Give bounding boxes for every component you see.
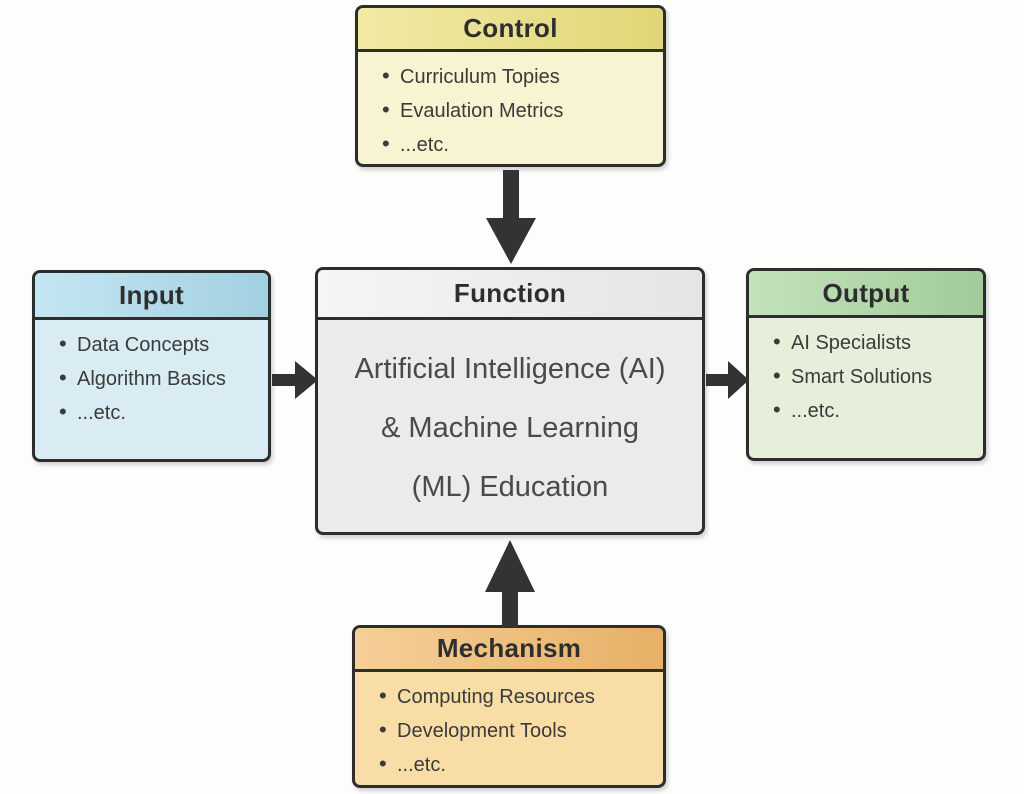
list-item: ...etc. [769, 398, 977, 423]
control-to-function-arrow-icon [486, 170, 536, 264]
output-box: Output AI Specialists Smart Solutions ..… [746, 268, 986, 461]
output-box-title: Output [749, 271, 983, 318]
mechanism-box-list: Computing Resources Development Tools ..… [355, 672, 663, 777]
control-box-title: Control [358, 8, 663, 52]
control-box: Control Curriculum Topies Evaulation Met… [355, 5, 666, 167]
list-item: Algorithm Basics [55, 366, 262, 391]
list-item: Computing Resources [375, 684, 657, 709]
mechanism-box: Mechanism Computing Resources Developmen… [352, 625, 666, 788]
function-to-output-arrow-icon [706, 361, 749, 399]
input-box-title: Input [35, 273, 268, 320]
list-item: ...etc. [375, 752, 657, 777]
input-to-function-arrow-icon [272, 361, 318, 399]
list-item: ...etc. [378, 132, 657, 157]
function-text-line: Artificial Intelligence (AI) [354, 353, 666, 385]
mechanism-box-title: Mechanism [355, 628, 663, 672]
control-box-list: Curriculum Topies Evaulation Metrics ...… [358, 52, 663, 157]
output-box-list: AI Specialists Smart Solutions ...etc. [749, 318, 983, 423]
function-text-line: (ML) Education [411, 471, 609, 503]
list-item: Smart Solutions [769, 364, 977, 389]
input-box-list: Data Concepts Algorithm Basics ...etc. [35, 320, 268, 425]
function-box: Function Artificial Intelligence (AI) & … [315, 267, 705, 535]
list-item: Data Concepts [55, 332, 262, 357]
input-box: Input Data Concepts Algorithm Basics ...… [32, 270, 271, 462]
list-item: Development Tools [375, 718, 657, 743]
list-item: Curriculum Topies [378, 64, 657, 89]
list-item: AI Specialists [769, 330, 977, 355]
function-box-content: Artificial Intelligence (AI) & Machine L… [318, 320, 702, 532]
mechanism-to-function-arrow-icon [485, 540, 535, 627]
function-box-title: Function [318, 270, 702, 320]
list-item: ...etc. [55, 400, 262, 425]
list-item: Evaulation Metrics [378, 98, 657, 123]
function-text-line: & Machine Learning [381, 412, 639, 444]
